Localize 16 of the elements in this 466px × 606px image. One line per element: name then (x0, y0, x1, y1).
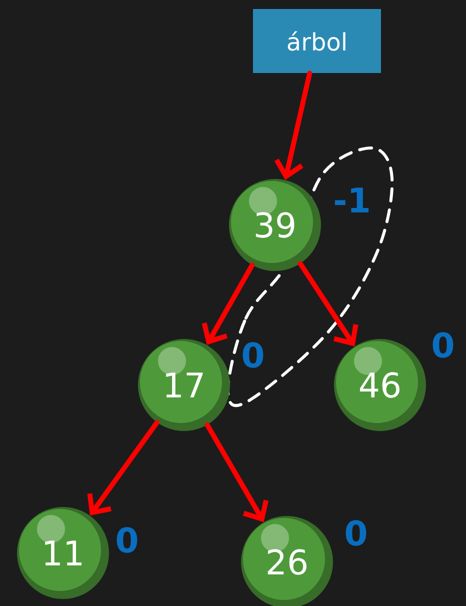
balance-factor: -1 (334, 188, 369, 212)
balance-factor: 0 (346, 520, 366, 546)
tree-node: 26 (241, 516, 333, 606)
arrow (202, 262, 255, 345)
arrow (274, 70, 312, 180)
arrow (298, 261, 358, 346)
tree-node: 11 (17, 507, 109, 599)
balance-factor: 0 (432, 332, 454, 358)
balance-factor: 0 (116, 527, 138, 553)
tree-node: 17 (138, 339, 230, 431)
tree-node: 39 (229, 179, 321, 271)
arrow (204, 422, 269, 522)
tree-node: 46 (334, 339, 426, 431)
arrow (87, 420, 160, 516)
balance-factor: 0 (242, 342, 264, 368)
label-box: árbol (253, 9, 381, 73)
